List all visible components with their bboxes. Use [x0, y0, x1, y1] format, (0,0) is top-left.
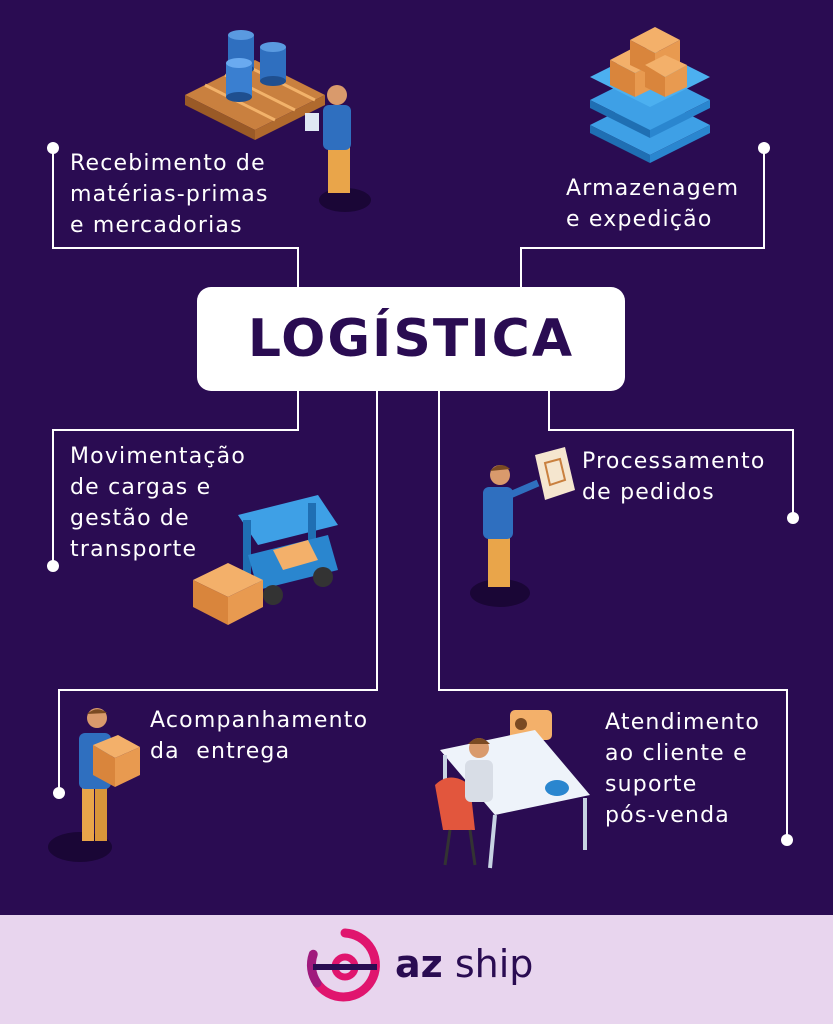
step-storage-label: Armazenagem e expedição	[566, 173, 739, 235]
dot-receiving	[47, 142, 59, 154]
step-receiving-line-2: matérias-primas	[70, 182, 269, 207]
step-support-line-3: suporte	[605, 772, 698, 797]
step-storage-line-1: Armazenagem	[566, 176, 740, 201]
delivery-person-icon	[48, 708, 140, 862]
step-support-line-4: pós-venda	[605, 803, 730, 828]
step-tracking-label: Acompanhamento da entrega	[150, 705, 368, 767]
step-processing-label: Processamento de pedidos	[582, 446, 766, 508]
dot-storage	[758, 142, 770, 154]
pallets-barrels-icon	[185, 30, 371, 212]
dot-tracking	[53, 787, 65, 799]
dot-support	[781, 834, 793, 846]
az-ship-logo-icon	[306, 928, 380, 1002]
step-tracking-line-2: da entrega	[150, 739, 291, 764]
brand-prefix: az	[395, 942, 443, 986]
step-support-label: Atendimento ao cliente e suporte pós-ven…	[605, 707, 760, 831]
step-receiving-label: Recebimento de matérias-primas e mercado…	[70, 148, 269, 241]
forklift-icon	[193, 495, 338, 625]
step-movement-line-3: gestão de	[70, 506, 190, 531]
brand-suffix: ship	[442, 942, 534, 986]
shelf-boxes-icon	[590, 27, 710, 163]
step-support-line-1: Atendimento	[605, 710, 761, 735]
step-processing-line-2: de pedidos	[582, 480, 715, 505]
connector-tracking	[58, 390, 378, 793]
footer	[0, 915, 833, 1024]
title-box: LOGÍSTICA	[197, 287, 625, 391]
order-board-icon	[470, 447, 575, 607]
connector-processing	[548, 390, 794, 518]
page-title: LOGÍSTICA	[247, 309, 575, 369]
connector-support	[438, 390, 788, 840]
connector-lines	[47, 142, 799, 846]
step-support-line-2: ao cliente e	[605, 741, 748, 766]
step-receiving-line-3: e mercadorias	[70, 213, 243, 238]
step-receiving-line-1: Recebimento de	[70, 151, 266, 176]
step-movement-line-1: Movimentação	[70, 444, 247, 469]
connector-movement	[52, 390, 299, 566]
support-desk-icon	[435, 710, 590, 869]
step-processing-line-1: Processamento	[582, 449, 766, 474]
step-tracking-line-1: Acompanhamento	[150, 708, 369, 733]
connector-receiving	[52, 148, 299, 290]
step-movement-line-4: transporte	[70, 537, 198, 562]
dot-processing	[787, 512, 799, 524]
brand-name: az ship	[395, 938, 533, 990]
step-movement-label: Movimentação de cargas e gestão de trans…	[70, 441, 246, 565]
connector-storage	[520, 148, 765, 290]
step-movement-line-2: de cargas e	[70, 475, 212, 500]
step-storage-line-2: e expedição	[566, 207, 713, 232]
dot-movement	[47, 560, 59, 572]
